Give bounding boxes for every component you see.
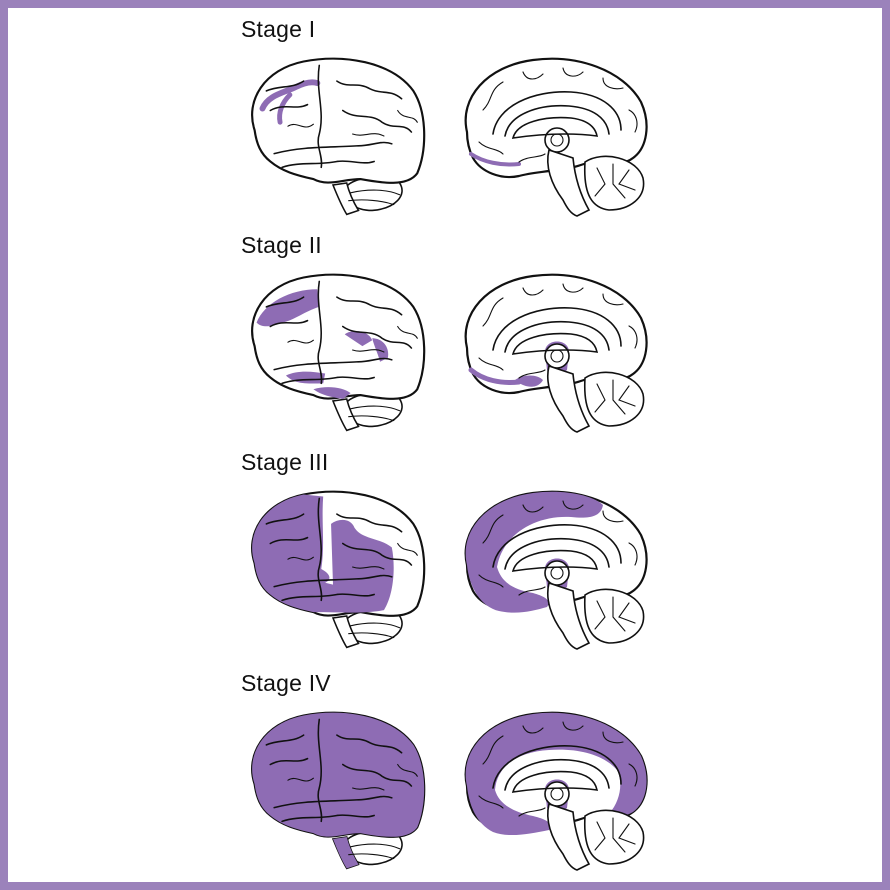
brain-lateral-view-icon bbox=[235, 266, 431, 436]
stage-title: Stage III bbox=[241, 449, 328, 476]
stage-panel: Stage IV bbox=[225, 670, 665, 885]
brain-lateral-view-icon bbox=[235, 483, 431, 653]
stage-panel: Stage II bbox=[225, 232, 665, 447]
stage-panel: Stage III bbox=[225, 449, 665, 664]
brain-lateral-view-icon bbox=[235, 50, 431, 220]
brain-medial-view-icon bbox=[453, 704, 653, 874]
stage-title: Stage II bbox=[241, 232, 322, 259]
stage-panel: Stage I bbox=[225, 16, 665, 231]
brain-lateral-view-icon bbox=[235, 704, 431, 874]
stage-title: Stage I bbox=[241, 16, 315, 43]
stage-title: Stage IV bbox=[241, 670, 331, 697]
brain-medial-view-icon bbox=[453, 266, 653, 436]
brain-medial-view-icon bbox=[453, 483, 653, 653]
brain-medial-view-icon bbox=[453, 50, 653, 220]
